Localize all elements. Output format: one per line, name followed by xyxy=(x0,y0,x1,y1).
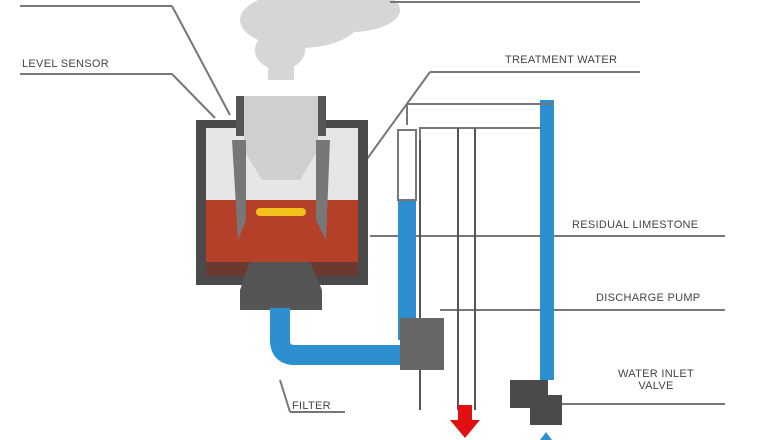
reactor-tank xyxy=(196,96,368,310)
inlet-arrow-icon xyxy=(540,432,552,440)
label-water-inlet-valve-line2: VALVE xyxy=(638,380,674,392)
water-inlet-valve xyxy=(510,380,562,425)
discharge-arrow-icon xyxy=(450,405,480,438)
label-discharge-pump: DISCHARGE PUMP xyxy=(596,292,701,304)
label-level-sensor: LEVEL SENSOR xyxy=(22,58,109,70)
water-pipes xyxy=(270,100,554,410)
filter xyxy=(240,262,322,310)
label-filter: FILTER xyxy=(292,400,331,412)
discharge-pump xyxy=(400,318,444,370)
label-water-inlet-valve: WATER INLET VALVE xyxy=(606,368,706,392)
heating-element xyxy=(256,208,306,216)
label-residual-limestone: RESIDUAL LIMESTONE xyxy=(572,219,699,231)
label-water-inlet-valve-line1: WATER INLET xyxy=(617,368,695,380)
label-treatment-water: TREATMENT WATER xyxy=(505,54,618,66)
steam-cloud xyxy=(240,0,400,80)
